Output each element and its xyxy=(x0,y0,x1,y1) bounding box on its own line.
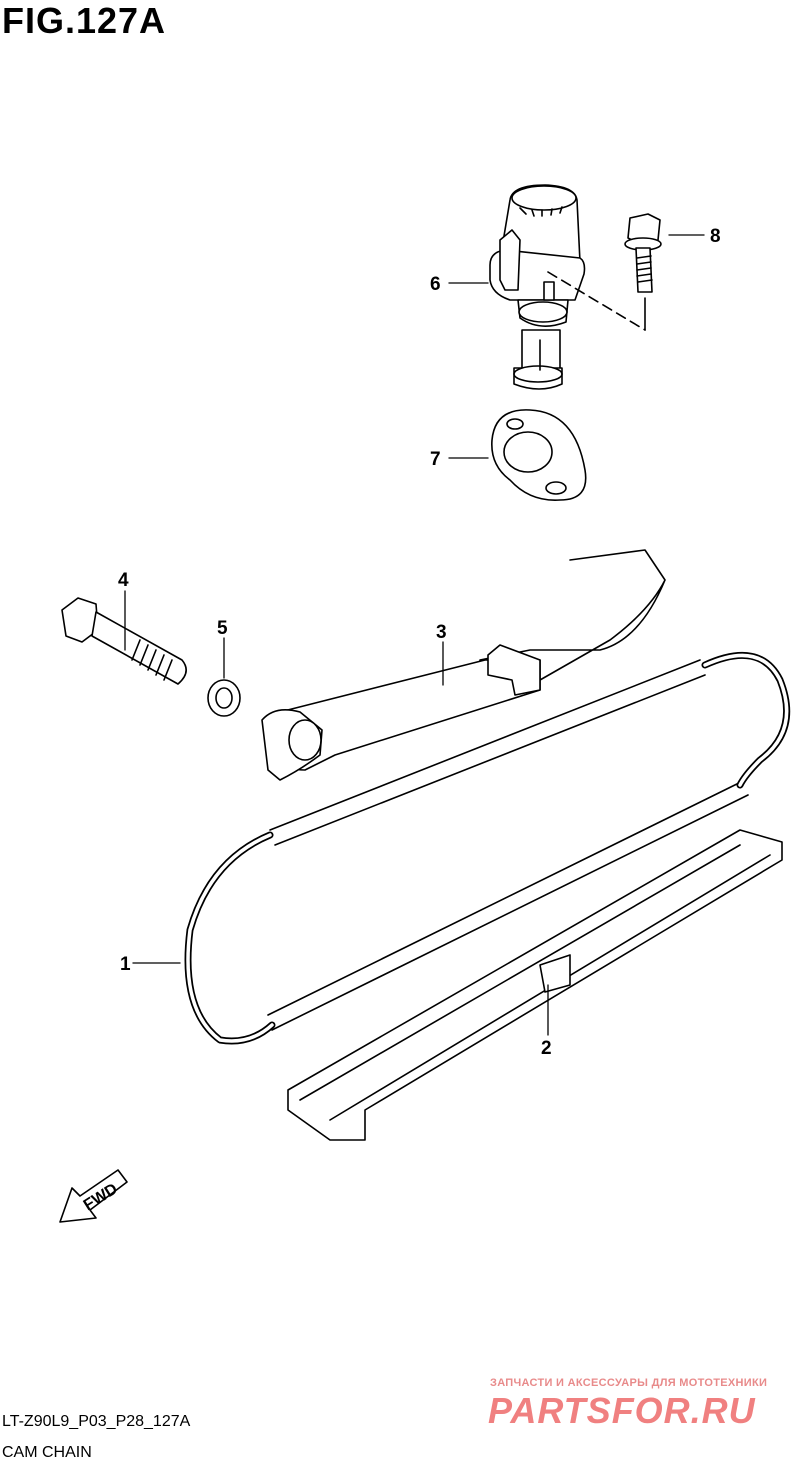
leader-lines xyxy=(124,234,705,1036)
figure-code: LT-Z90L9_P03_P28_127A xyxy=(2,1413,191,1430)
bolt-part-4[interactable] xyxy=(61,597,187,685)
watermark-brand: PARTSFOR.RU xyxy=(488,1390,756,1431)
figure-title: FIG.127A xyxy=(2,0,167,41)
chain-guide-part-2[interactable] xyxy=(287,829,783,1141)
washer-part-5[interactable] xyxy=(207,679,241,717)
callout-1: 1 xyxy=(120,954,131,975)
callout-5: 5 xyxy=(217,618,228,639)
callout-4: 4 xyxy=(118,570,129,591)
callout-8: 8 xyxy=(710,226,721,247)
watermark-tagline: ЗАПЧАСТИ И АКСЕССУАРЫ ДЛЯ МОТОТЕХНИКИ xyxy=(490,1377,768,1389)
callout-3: 3 xyxy=(436,622,447,643)
chain-guide-part-3[interactable] xyxy=(261,549,666,781)
fwd-arrow-icon xyxy=(59,1169,128,1223)
tensioner-part-6[interactable] xyxy=(489,184,646,390)
cam-chain-part-1[interactable] xyxy=(184,651,791,1045)
gasket-part-7[interactable] xyxy=(491,409,587,501)
bolt-part-8[interactable] xyxy=(624,213,662,293)
callout-6: 6 xyxy=(430,274,441,295)
callout-2: 2 xyxy=(541,1038,552,1059)
callout-7: 7 xyxy=(430,449,441,470)
figure-name: CAM CHAIN xyxy=(2,1444,92,1461)
